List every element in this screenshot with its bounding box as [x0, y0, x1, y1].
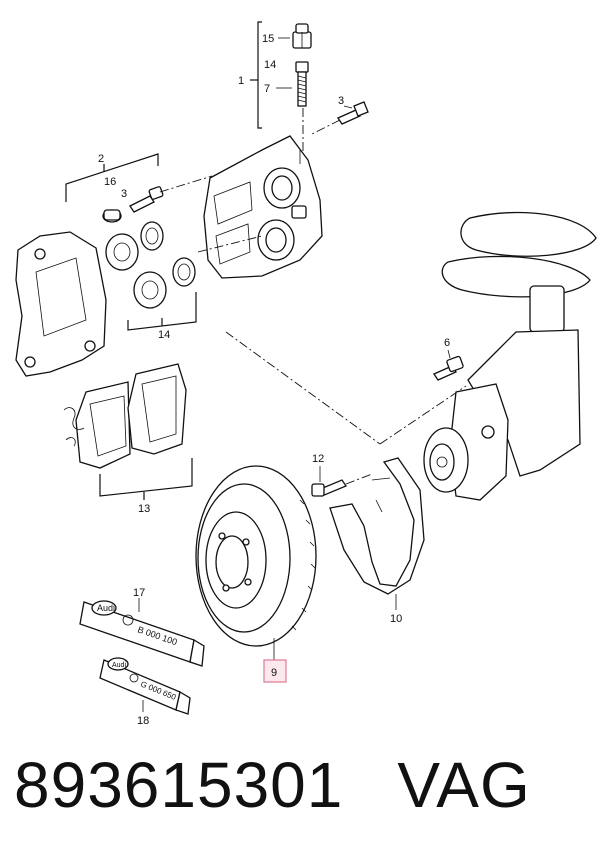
callout-17: 17 [133, 587, 145, 599]
tube-18-brand: Audi [112, 662, 126, 669]
callout-2: 2 [98, 153, 104, 165]
callout-9: 9 [271, 667, 277, 679]
caliper-carrier [15, 231, 107, 377]
splash-shield [329, 457, 425, 595]
small-bolt-part-3 [129, 186, 164, 213]
group-13-bracket [99, 458, 193, 500]
callout-15: 15 [262, 33, 274, 45]
callout-6: 6 [444, 337, 450, 349]
piston-seals [105, 221, 196, 309]
part-number: 893615301 [14, 749, 344, 821]
callout-3-top: 3 [338, 95, 344, 107]
brake-assembly-diagram: 1 15 14 7 3 2 16 3 [15, 21, 597, 727]
callout-10: 10 [390, 613, 402, 625]
highlight-box-part-9 [263, 659, 287, 683]
brake-pads [63, 363, 187, 469]
grease-tube-18: Audi G 000 650 [99, 657, 191, 715]
callout-12: 12 [312, 453, 324, 465]
callout-14: 14 [264, 59, 276, 71]
stud-part-7 [295, 61, 309, 107]
group-14-bracket [127, 292, 197, 331]
brake-disc [195, 465, 317, 647]
tube-17-brand: Audi [97, 603, 115, 613]
callout-13: 13 [138, 503, 150, 515]
brand-name: VAG [397, 749, 531, 821]
bolt-part-12 [311, 479, 347, 497]
callout-18: 18 [137, 715, 149, 727]
steering-knuckle [423, 211, 597, 501]
cap-part-16 [102, 209, 122, 223]
part-number-footer: 893615301 VAG [14, 748, 594, 848]
callout-7: 7 [264, 83, 270, 95]
bolt-part-6 [433, 355, 464, 381]
callout-1: 1 [238, 75, 244, 87]
group-2-bracket [65, 153, 159, 202]
callout-14-bottom: 14 [158, 329, 170, 341]
callout-16: 16 [104, 176, 116, 188]
nut-part-15 [292, 23, 312, 49]
caliper-housing [203, 135, 323, 279]
grease-tube-17: Audi B 000 100 [79, 600, 205, 667]
callout-3-left: 3 [121, 188, 127, 200]
bolt-part-3 [337, 101, 369, 125]
group-1-bracket [250, 21, 292, 129]
